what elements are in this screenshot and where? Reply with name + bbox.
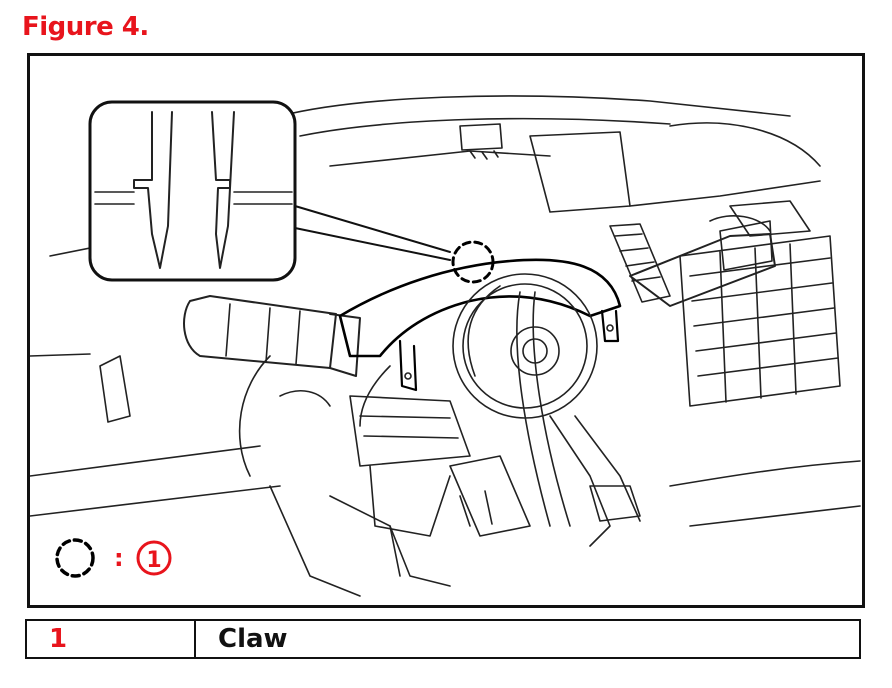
illustration-frame: : 1 (27, 53, 865, 608)
steering-column-illustration: : 1 (30, 95, 861, 597)
legend-number: 1 (27, 621, 196, 657)
figure-title: Figure 4. (22, 12, 149, 42)
callout-separator: : (114, 544, 124, 572)
callout-number: 1 (146, 548, 161, 573)
legend-table: 1 Claw (25, 619, 861, 659)
legend-description: Claw (218, 624, 288, 654)
callout-number-circle (136, 540, 172, 576)
